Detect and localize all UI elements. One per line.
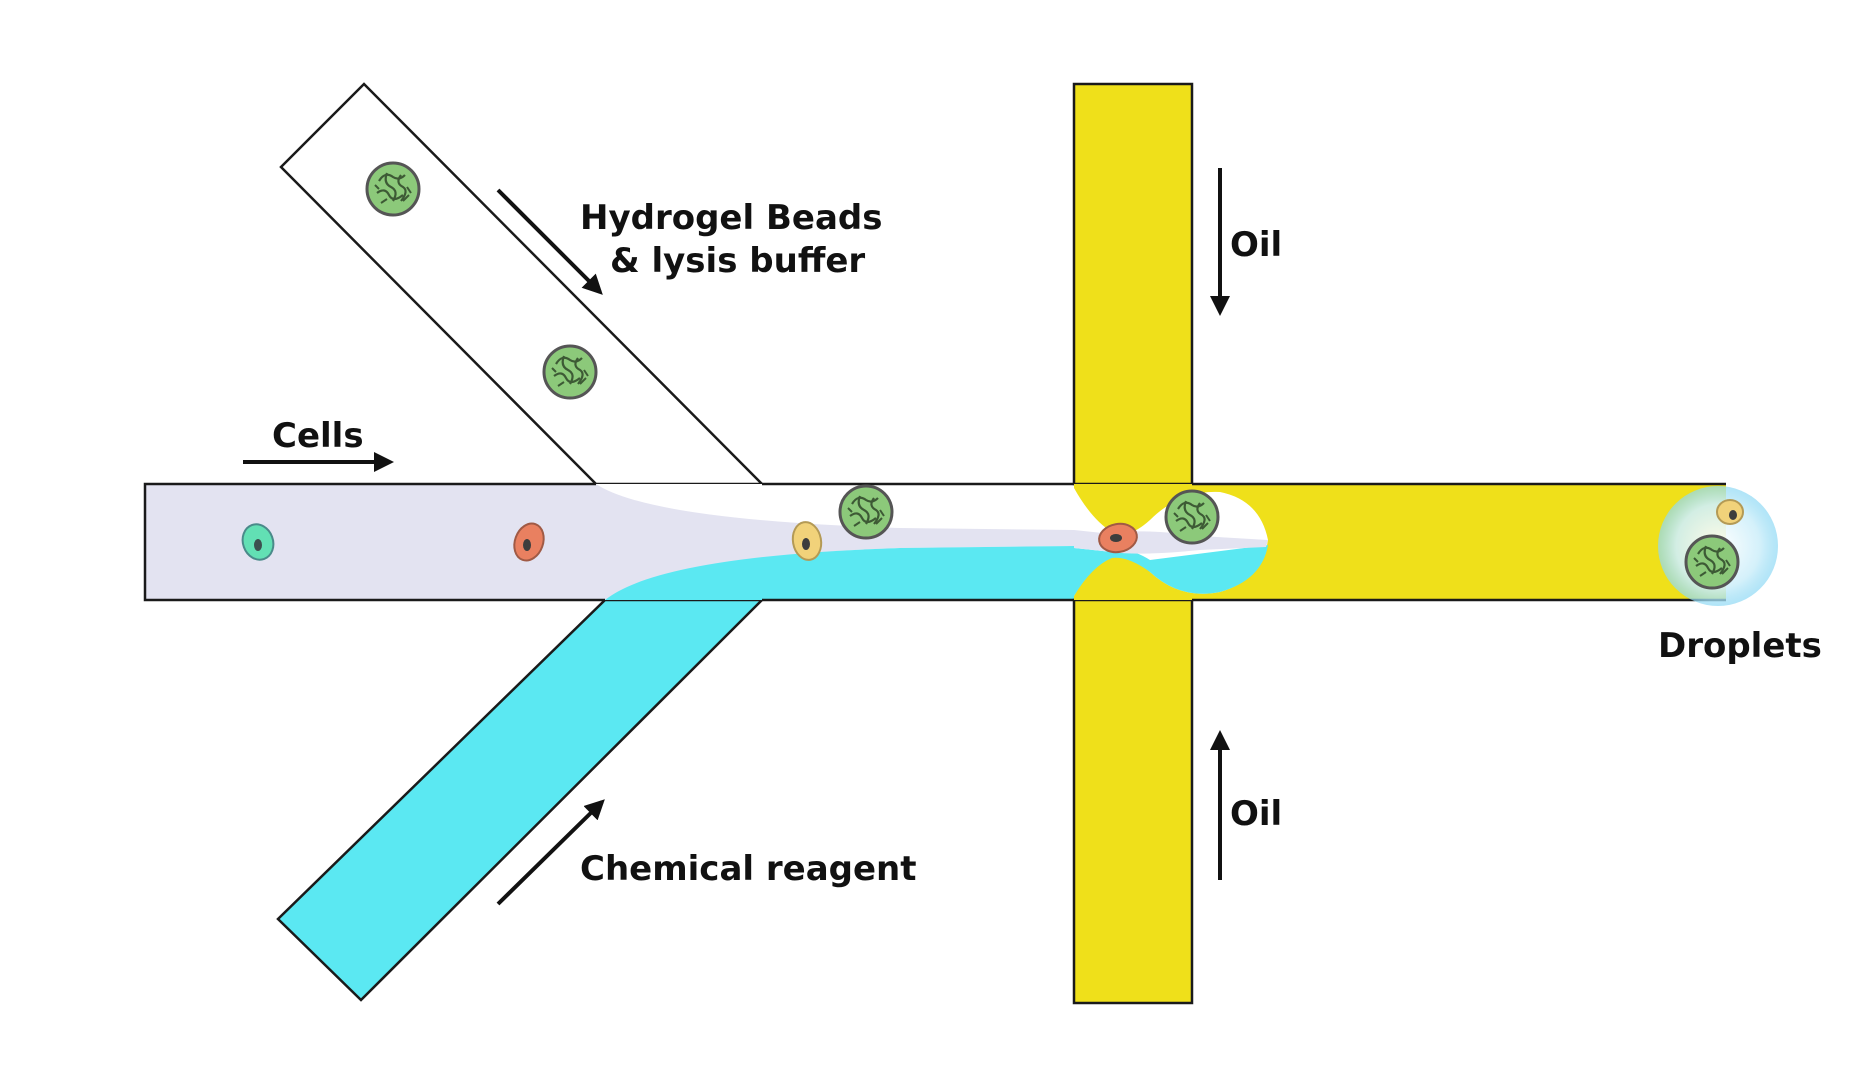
label-chemical-reagent: Chemical reagent [580, 849, 917, 889]
label-hydrogel-line2: & lysis buffer [610, 241, 865, 281]
cell-icon [513, 522, 545, 562]
cell-icon [1716, 499, 1744, 525]
oil-inlet-top [1072, 82, 1194, 486]
reagent-stream [605, 546, 1074, 600]
hydrogel-bead-icon [1684, 534, 1740, 590]
label-hydrogel-line1: Hydrogel Beads [580, 198, 882, 238]
label-oil-bottom: Oil [1230, 794, 1282, 834]
cell-icon [1098, 522, 1138, 554]
main-channel-outline [143, 482, 1074, 602]
hydrogel-bead-icon [1164, 489, 1220, 545]
label-cells: Cells [272, 416, 364, 456]
cell-icon [791, 521, 823, 561]
pinch-neck-reagent [1074, 545, 1268, 596]
outlet-channel-outline [1192, 482, 1726, 602]
hydrogel-bead-icon [838, 484, 894, 540]
cell-icon [241, 523, 275, 561]
oil-inlet-bottom [1072, 598, 1194, 1005]
hydrogel-bead-icon [542, 344, 598, 400]
label-oil-top: Oil [1230, 225, 1282, 265]
cell-stream [145, 484, 1074, 600]
label-droplets: Droplets [1658, 626, 1822, 666]
hydrogel-bead-icon [365, 161, 421, 217]
flow-arrow-icon [496, 188, 603, 295]
flow-arrow-icon [496, 799, 605, 906]
reagent-inlet-channel [276, 598, 766, 1002]
